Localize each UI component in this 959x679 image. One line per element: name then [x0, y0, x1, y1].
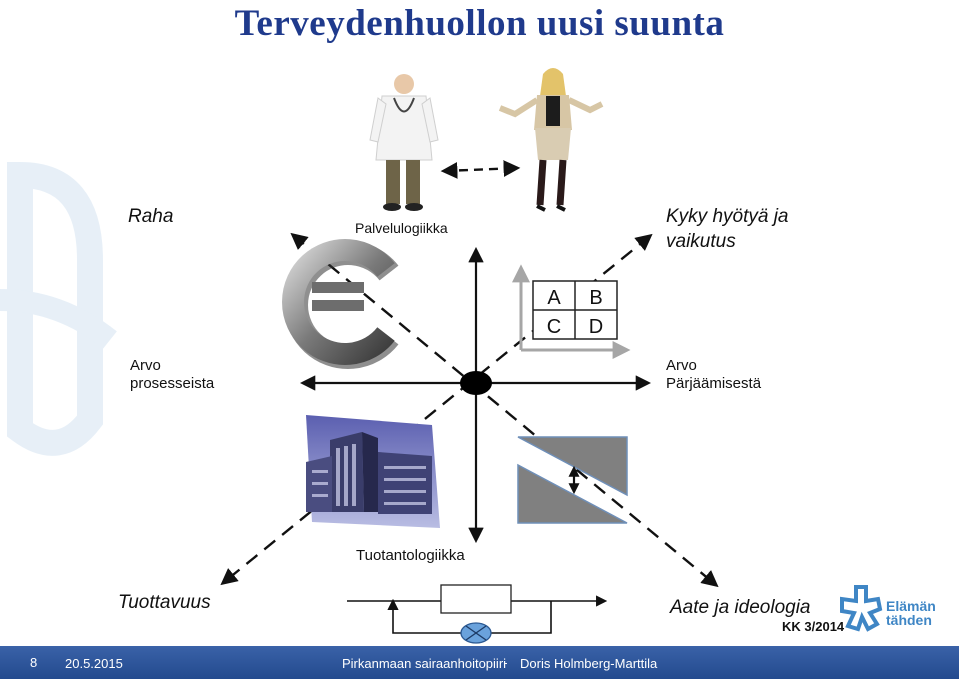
label-arvo-right-line1: Arvo	[666, 357, 697, 374]
watermark-logo	[0, 161, 117, 456]
logo-text-line1: Elämän	[886, 598, 936, 614]
label-tuottavuus: Tuottavuus	[118, 592, 211, 613]
process-flow	[347, 584, 608, 644]
label-aate: Aate ja ideologia	[670, 597, 811, 618]
label-arvo-left-line1: Arvo	[130, 357, 161, 374]
label-kyky-line1: Kyky hyötyä ja	[666, 206, 789, 227]
label-tuotantologiikka: Tuotantologiikka	[356, 547, 465, 564]
label-kyky-line2: vaikutus	[666, 231, 736, 252]
footer-page-number: 8	[30, 655, 38, 670]
label-arvo-left-line2: prosesseista	[130, 375, 215, 392]
label-kk: KK 3/2014	[782, 619, 845, 634]
woman-figure	[498, 68, 604, 212]
footer-bar: 8 20.5.2015 Pirkanmaan sairaanhoitopiiri…	[0, 646, 959, 679]
gap-triangles	[517, 436, 628, 524]
matrix-cell-a: A	[547, 287, 561, 309]
slide-title: Terveydenhuollon uusi suunta	[234, 3, 725, 44]
elaman-tahden-logo: Elämän tähden	[840, 585, 936, 632]
footer-date: 20.5.2015	[65, 656, 123, 671]
abcd-matrix: A B C D	[512, 264, 631, 359]
label-palvelulogiikka: Palvelulogiikka	[355, 220, 448, 236]
logo-text-line2: tähden	[886, 612, 932, 628]
center-node	[460, 371, 492, 395]
matrix-cell-c: C	[547, 316, 561, 338]
footer-author: Doris Holmberg-Marttila	[520, 656, 658, 671]
matrix-cell-b: B	[589, 287, 602, 309]
hospital-building	[306, 415, 440, 528]
label-raha: Raha	[128, 206, 174, 227]
figures-arrow	[440, 160, 521, 179]
footer-org: Pirkanmaan sairaanhoitopiiri	[342, 656, 507, 671]
doctor-figure	[369, 74, 439, 211]
matrix-cell-d: D	[589, 316, 603, 338]
label-arvo-right-line2: Pärjäämisestä	[666, 375, 762, 392]
footer-separator	[504, 663, 507, 664]
euro-sign-icon	[282, 239, 399, 369]
